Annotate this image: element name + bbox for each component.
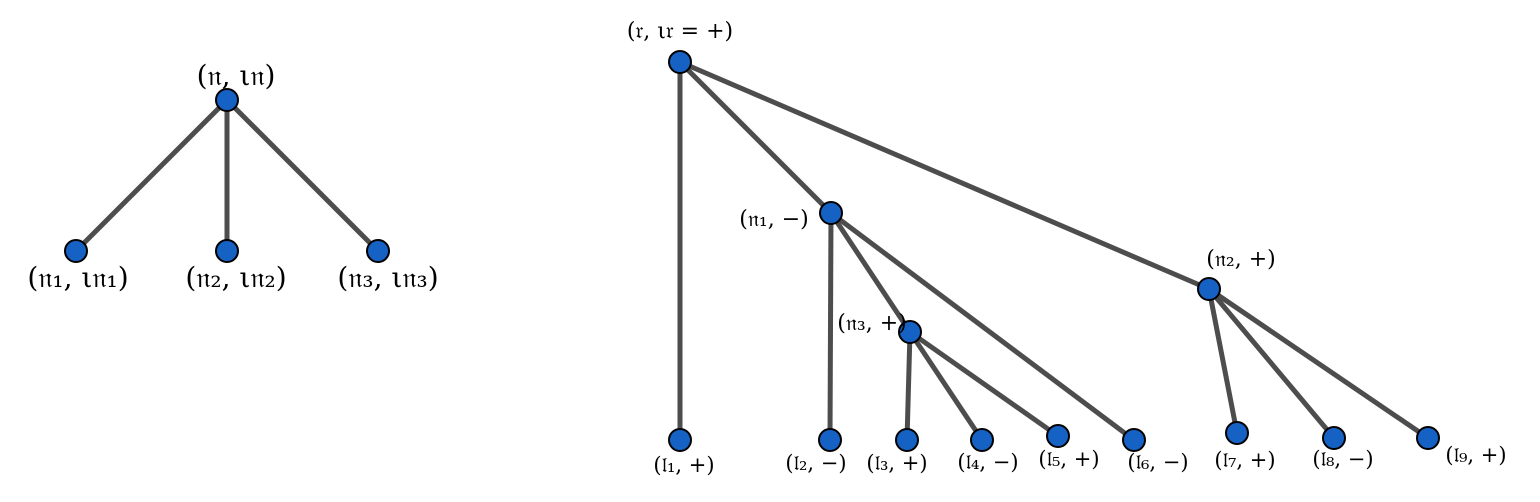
node-r	[668, 50, 692, 74]
label-l8: (𝔩₈, −)	[1312, 447, 1373, 471]
label-n1: (𝔫₁, ι𝔫₁)	[27, 261, 128, 294]
edge-n3-l5	[907, 329, 1061, 439]
label-l9: (𝔩₉, +)	[1445, 443, 1506, 467]
edge-n1-l6	[828, 210, 1137, 443]
edge-r-n1	[677, 59, 834, 216]
edge-n3-l3	[904, 329, 913, 443]
left-tree: (𝔫, ι𝔫) (𝔫₁, ι𝔫₁) (𝔫₂, ι𝔫₂) (𝔫₃, ι𝔫₃)	[27, 59, 438, 294]
node-n1	[819, 201, 843, 225]
label-n3: (𝔫₃, +)	[837, 311, 906, 336]
label-l7: (𝔩₇, +)	[1214, 448, 1275, 472]
label-n: (𝔫, ι𝔫)	[197, 59, 276, 92]
edge-n1-n3	[828, 210, 913, 335]
edge-n2-l8	[1206, 286, 1337, 441]
node-n2	[1197, 277, 1221, 301]
node-l9	[1416, 426, 1440, 450]
node-n1	[64, 239, 88, 263]
label-l1: (𝔩₁, +)	[653, 453, 714, 477]
edge-n1-l2	[827, 210, 834, 443]
node-l5	[1046, 424, 1070, 448]
edge-n3-l4	[907, 329, 985, 443]
label-n2: (𝔫₂, ι𝔫₂)	[185, 261, 286, 294]
edge-n-n1	[73, 97, 230, 254]
node-n	[215, 88, 239, 112]
node-l4	[970, 428, 994, 452]
label-l4: (𝔩₄, −)	[957, 450, 1018, 474]
label-l6: (𝔩₆, −)	[1127, 450, 1188, 474]
node-l8	[1322, 426, 1346, 450]
node-l2	[818, 428, 842, 452]
node-n3	[898, 320, 922, 344]
right-tree: (𝔯, ι𝔯 = +) (𝔫₁, −) (𝔫₂, +) (𝔫₃, +) (𝔩₁,…	[627, 19, 1507, 477]
label-l5: (𝔩₅, +)	[1038, 447, 1099, 471]
node-l3	[895, 428, 919, 452]
edge-r-n2	[677, 59, 1212, 292]
label-l2: (𝔩₂, −)	[785, 451, 846, 475]
label-n2: (𝔫₂, +)	[1206, 247, 1275, 272]
node-l7	[1225, 421, 1249, 445]
node-l6	[1122, 428, 1146, 452]
node-n2	[215, 239, 239, 263]
edge-n2-l9	[1206, 286, 1431, 441]
label-r: (𝔯, ι𝔯 = +)	[627, 19, 733, 44]
edge-n-n3	[224, 97, 381, 254]
label-n3: (𝔫₃, ι𝔫₃)	[337, 261, 438, 294]
node-l1	[668, 428, 692, 452]
edge-n2-l7	[1206, 286, 1240, 436]
label-l3: (𝔩₃, +)	[866, 451, 927, 475]
node-n3	[366, 239, 390, 263]
label-n1: (𝔫₁, −)	[739, 207, 808, 232]
